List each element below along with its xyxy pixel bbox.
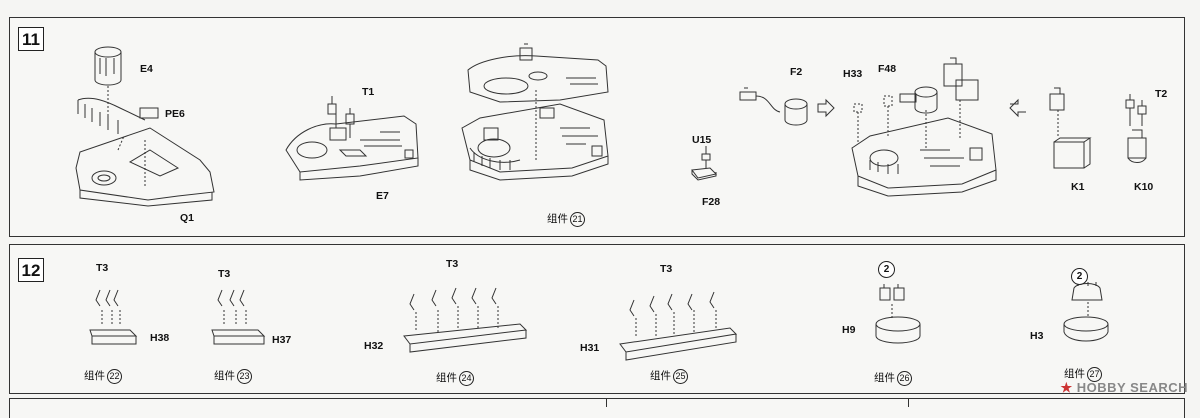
- part-label-pe6: PE6: [165, 108, 185, 120]
- part-label-h3: H3: [1030, 330, 1044, 342]
- part-label-h9: H9: [842, 324, 856, 336]
- step-number: 11: [18, 27, 44, 51]
- quantity-badge: 2: [878, 261, 895, 278]
- subassembly-number: 26: [897, 370, 912, 386]
- subassembly-text: 组件: [436, 372, 457, 384]
- h3-drawing: [1063, 282, 1109, 342]
- subassembly-number: 25: [673, 368, 688, 384]
- h9-drawing: [875, 284, 921, 344]
- step-12-panel: 12: [9, 244, 1185, 394]
- watermark-text: HOBBY SEARCH: [1076, 380, 1188, 395]
- watermark: ★ HOBBY SEARCH: [1061, 380, 1189, 396]
- part-label-f48: F48: [878, 63, 897, 75]
- part-label-t3: T3: [96, 262, 109, 274]
- subassembly-text: 组件: [874, 372, 895, 384]
- part-label-k10: K10: [1134, 181, 1154, 193]
- part-label-h31: H31: [580, 342, 600, 354]
- part-label-f2: F2: [790, 66, 803, 78]
- t3-h38-drawing: [89, 289, 138, 345]
- part-label-h33: H33: [843, 68, 863, 80]
- subassembly-number: 24: [459, 370, 474, 386]
- part-label-t1: T1: [362, 86, 375, 98]
- t3-h31-drawing: [619, 291, 738, 361]
- subassembly-number: 27: [1087, 366, 1102, 382]
- hull-final-drawing: [851, 57, 997, 197]
- subassembly-number: 21: [570, 211, 585, 227]
- subassembly-number: 23: [237, 368, 252, 384]
- part-label-t3: T3: [218, 268, 231, 280]
- subassembly-number: 22: [107, 368, 122, 384]
- part-label-t3: T3: [660, 263, 673, 275]
- quantity-badge: 2: [1071, 268, 1088, 285]
- k1-k10-drawing: [1049, 87, 1147, 169]
- part-label-e7: E7: [376, 190, 389, 202]
- part-label-h32: H32: [364, 340, 384, 352]
- part-label-q1: Q1: [180, 212, 195, 224]
- part-label-t2: T2: [1155, 88, 1168, 100]
- divider-tick: [908, 398, 909, 407]
- part-label-h38: H38: [150, 332, 170, 344]
- f2-detail-drawing: [739, 87, 1026, 126]
- part-label-h37: H37: [272, 334, 292, 346]
- subassembly-text: 组件: [214, 370, 235, 382]
- f28-assembly-drawing: [691, 146, 717, 181]
- part-label-k1: K1: [1071, 181, 1085, 193]
- q1-assembly-drawing: [75, 46, 215, 207]
- subassembly-text: 组件: [547, 213, 568, 225]
- hull-section-drawing: [461, 43, 609, 181]
- t3-h37-drawing: [211, 289, 266, 345]
- subassembly-text: 组件: [650, 370, 671, 382]
- subassembly-text: 组件: [1064, 368, 1085, 380]
- subassembly-text: 组件: [84, 370, 105, 382]
- t3-h32-drawing: [403, 287, 528, 353]
- part-label-e4: E4: [140, 63, 153, 75]
- part-label-f28: F28: [702, 196, 721, 208]
- part-label-u15: U15: [692, 134, 712, 146]
- part-label-t3: T3: [446, 258, 459, 270]
- e7-assembly-drawing: [285, 96, 419, 181]
- step-number: 12: [18, 258, 44, 282]
- assembly-line-art: [75, 43, 1147, 361]
- divider-tick: [606, 398, 607, 407]
- star-icon: ★: [1060, 380, 1073, 395]
